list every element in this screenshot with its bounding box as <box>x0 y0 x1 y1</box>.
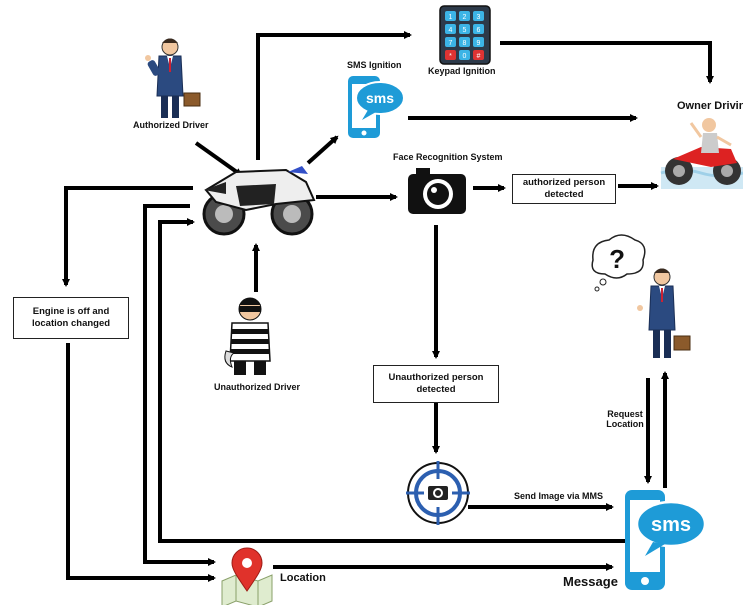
box-engine-off: Engine is off and location changed <box>13 297 129 339</box>
question-mark: ? <box>609 244 625 274</box>
owner-businessman-icon <box>637 268 691 358</box>
label-authorized-driver: Authorized Driver <box>133 120 209 130</box>
keypad-key-label: 2 <box>463 14 467 21</box>
keypad-key-label: 4 <box>449 27 453 34</box>
keypad-key-label: 8 <box>463 40 467 47</box>
arrow-bike-to-engine-box <box>62 186 193 287</box>
box-unauthorized-detected: Unauthorized person detected <box>373 365 499 403</box>
label-face-recognition: Face Recognition System <box>393 152 503 162</box>
arrow-phone-to-bike <box>158 218 632 543</box>
label-location: Location <box>280 572 326 584</box>
arrow-bike-to-sms <box>306 135 339 165</box>
rider-icon <box>660 118 743 189</box>
businessman-icon <box>145 38 201 118</box>
keypad-key-label: 0 <box>463 53 467 60</box>
connector-lines <box>62 31 714 582</box>
message-phone-icon: sms <box>625 490 707 590</box>
keypad-key-label: 1 <box>449 14 453 21</box>
arrow-keypad-to-owner <box>500 41 714 84</box>
keypad-key <box>445 24 456 34</box>
map-pin-icon <box>221 547 273 605</box>
keypad-key <box>459 37 470 47</box>
label-unauthorized-driver: Unauthorized Driver <box>214 382 301 392</box>
keypad-key <box>473 24 484 34</box>
keypad-icon: 1 2 3 4 5 6 7 8 9 * 0 # <box>439 5 491 65</box>
arrow-bike-to-location <box>143 204 216 566</box>
keypad-key-label: * <box>449 53 452 60</box>
keypad-key-label: 3 <box>477 14 481 21</box>
keypad-key-label: 6 <box>477 27 481 34</box>
keypad-key <box>459 11 470 21</box>
keypad-key <box>445 11 456 21</box>
arrow-engine-box-to-location <box>66 343 216 582</box>
keypad-key <box>473 37 484 47</box>
thief-icon <box>224 297 271 375</box>
keypad-key <box>473 11 484 21</box>
label-keypad-ignition: Keypad Ignition <box>428 66 496 76</box>
keypad-key <box>459 24 470 34</box>
keypad-key <box>473 50 484 60</box>
sms-bubble-text-large: sms <box>651 514 691 536</box>
phone-sms-icon: sms <box>348 76 405 138</box>
camera-icon <box>408 168 466 214</box>
keypad-key-label: 7 <box>449 40 453 47</box>
keypad-key-label: 5 <box>463 27 467 34</box>
arrow-bike-to-keypad <box>256 31 412 160</box>
motorcycle-icon <box>202 166 316 236</box>
arrow-driver-to-bike <box>194 141 243 177</box>
sms-bubble-text-small: sms <box>366 90 394 106</box>
label-sms-ignition: SMS Ignition <box>347 60 402 70</box>
keypad-key-label: # <box>477 53 481 60</box>
label-message: Message <box>563 574 618 589</box>
label-owner-driving: Owner Driving <box>677 100 743 112</box>
keypad-key-label: 9 <box>477 40 481 47</box>
target-camera-icon <box>406 461 470 525</box>
keypad-key <box>445 50 456 60</box>
question-bubble-icon: ? <box>591 234 646 292</box>
label-request-location: Request Location <box>606 409 644 429</box>
keypad-key <box>445 37 456 47</box>
box-authorized-detected: authorized person detected <box>512 174 616 204</box>
keypad-key <box>459 50 470 60</box>
label-send-image: Send Image via MMS <box>514 491 604 501</box>
